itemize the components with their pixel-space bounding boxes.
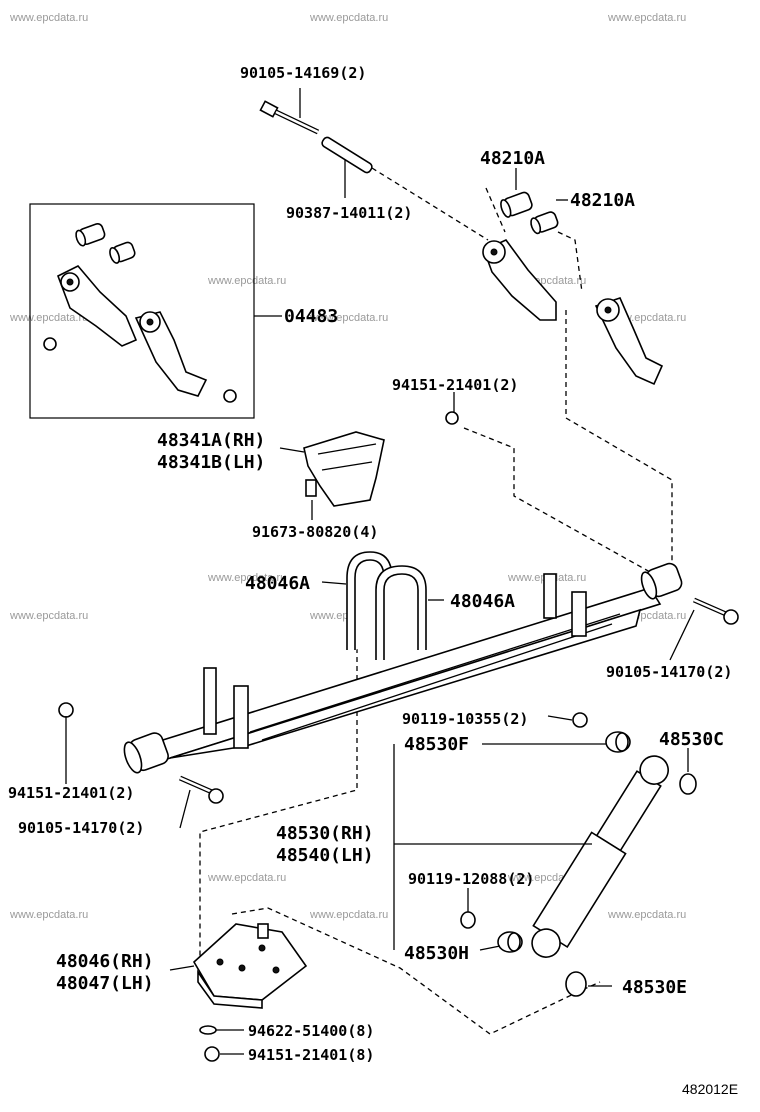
label-washer: 94622-51400(8) (248, 1022, 374, 1040)
label-bracket-rh: 48341A(RH) (157, 430, 265, 451)
leader-lines (65, 88, 695, 1055)
spring-bracket (303, 431, 385, 507)
repair-kit-box (29, 203, 255, 419)
watermark: www.epcdata.ru (309, 12, 388, 24)
label-ubolt-right: 48046A (450, 591, 515, 612)
label-shock-rh: 48530(RH) (276, 823, 374, 844)
top-bolt-sleeve (259, 100, 373, 174)
label-kit: 04483 (284, 306, 338, 327)
label-nut-left: 94151-21401(2) (8, 784, 134, 802)
label-ubolt-left: 48046A (245, 573, 310, 594)
watermark: www.epcdata.ru (309, 312, 388, 324)
label-bushing-a1: 48210A (480, 148, 545, 169)
label-shock-nut-top: 90119-10355(2) (402, 710, 528, 728)
figure-code: 482012E (682, 1081, 738, 1097)
watermarks: www.epcdata.ru www.epcdata.ru www.epcdat… (9, 12, 686, 921)
spring-seat (192, 923, 308, 1062)
label-sleeve-top: 90387-14011(2) (286, 204, 412, 222)
label-seat-lh: 48047(LH) (56, 973, 154, 994)
kit-parts (43, 222, 237, 403)
label-nut-top: 94151-21401(2) (392, 376, 518, 394)
label-bolt-top: 90105-14169(2) (240, 64, 366, 82)
leaf-spring (123, 562, 683, 774)
watermark: www.epcdata.ru (207, 872, 286, 884)
u-bolts (346, 551, 427, 660)
label-cushion-e: 48530E (622, 977, 687, 998)
label-bracket-lh: 48341B(LH) (157, 452, 265, 473)
label-shock-nut-bottom: 90119-12088(2) (408, 870, 534, 888)
watermark: www.epcdata.ru (9, 12, 88, 24)
watermark: www.epcdata.ru (309, 909, 388, 921)
watermark: www.epcdata.ru (607, 12, 686, 24)
shackle-parts (445, 191, 664, 425)
watermark: www.epcdata.ru (207, 275, 286, 287)
watermark: www.epcdata.ru (9, 909, 88, 921)
label-seat-rh: 48046(RH) (56, 951, 154, 972)
assembly-lines (199, 167, 673, 1035)
label-bolt-left: 90105-14170(2) (18, 819, 144, 837)
watermark: www.epcdata.ru (9, 610, 88, 622)
label-cushion-c: 48530C (659, 729, 724, 750)
label-shock-lh: 48540(LH) (276, 845, 374, 866)
label-bolt-right: 90105-14170(2) (606, 663, 732, 681)
label-nut-bottom: 94151-21401(8) (248, 1046, 374, 1064)
watermark: www.epcdata.ru (607, 909, 686, 921)
label-cushion-h: 48530H (404, 943, 469, 964)
label-bushing-a2: 48210A (570, 190, 635, 211)
label-bracket-bolt: 91673-80820(4) (252, 523, 378, 541)
watermark: www.epcdata.ru (207, 572, 286, 584)
label-cushion-f: 48530F (404, 734, 469, 755)
watermark: www.epcdata.ru (9, 312, 88, 324)
shock-absorber (460, 712, 697, 997)
